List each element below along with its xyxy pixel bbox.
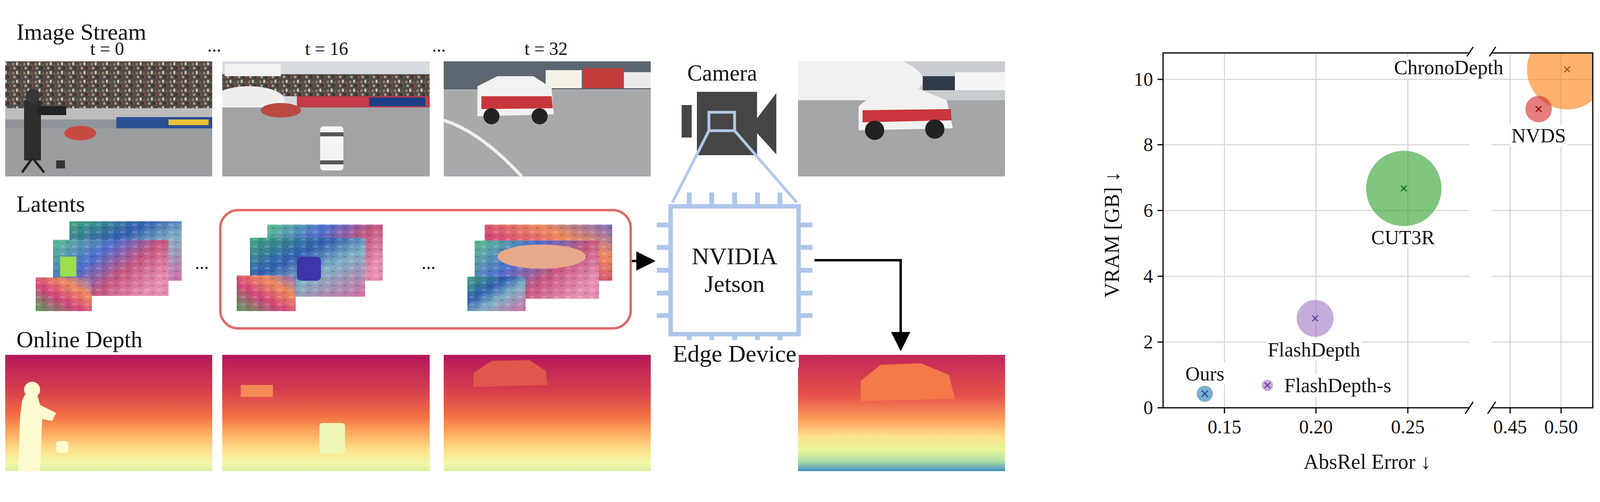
arrow (814, 260, 901, 350)
axis-title: VRAM [GB] ↓ (1100, 171, 1124, 299)
point-label: NVDS (1509, 124, 1568, 147)
depth-map (443, 355, 651, 472)
depth-map (222, 355, 430, 472)
tick-label: 0.50 (1544, 416, 1578, 439)
photo-frame (797, 61, 1006, 177)
tick-label: 2 (1143, 331, 1154, 354)
ellipsis: ... (432, 35, 447, 57)
point-label: CUT3R (1369, 226, 1437, 249)
ellipsis: ... (421, 253, 436, 274)
time-label: t = 32 (524, 38, 568, 60)
device-caption: Edge Device (670, 340, 799, 368)
time-label: t = 0 (90, 38, 125, 60)
latent-stack (35, 221, 182, 312)
time-label: t = 16 (304, 38, 349, 60)
section-title: Image Stream (16, 19, 147, 45)
chip-box: NVIDIA JetsonEdge Device (668, 204, 801, 337)
ellipsis: ... (194, 253, 210, 274)
device-label: Camera (687, 60, 758, 86)
tick-label: 0.45 (1493, 416, 1527, 439)
depth-map (5, 355, 213, 472)
camera-icon (681, 91, 777, 156)
latent-stack (236, 224, 613, 312)
photo-frame (5, 61, 213, 177)
tick-label: 10 (1133, 69, 1154, 91)
photo-frame (443, 61, 651, 177)
chip-label: NVIDIA Jetson (680, 242, 789, 299)
section-title: Online Depth (16, 326, 143, 353)
chart-axes (1157, 46, 1593, 415)
point-label: Ours (1183, 363, 1226, 386)
section-title: Latents (16, 191, 86, 218)
tick-label: 0.20 (1299, 416, 1333, 439)
tick-label: 0.25 (1390, 416, 1425, 439)
data-points (1196, 150, 1442, 403)
zoom-line (734, 130, 797, 203)
zoom-line (672, 130, 709, 203)
chip-pins (656, 192, 813, 349)
point-label: FlashDepth (1266, 339, 1363, 362)
tick-label: 0 (1143, 397, 1154, 419)
tick-label: 8 (1143, 134, 1154, 156)
data-points (1525, 52, 1593, 123)
tick-label: 6 (1143, 200, 1154, 222)
photo-frame (222, 61, 430, 177)
depth-map (797, 355, 1006, 472)
chart-grid (1163, 52, 1593, 409)
tick-label: 4 (1143, 265, 1154, 288)
arrow (631, 259, 654, 263)
ellipsis: ... (207, 35, 222, 57)
axis-title: AbsRel Error ↓ (1303, 450, 1432, 474)
point-label: FlashDepth-s (1282, 374, 1393, 397)
point-label: ChronoDepth (1392, 56, 1505, 79)
window-box (220, 210, 631, 329)
tick-label: 0.15 (1207, 416, 1242, 439)
